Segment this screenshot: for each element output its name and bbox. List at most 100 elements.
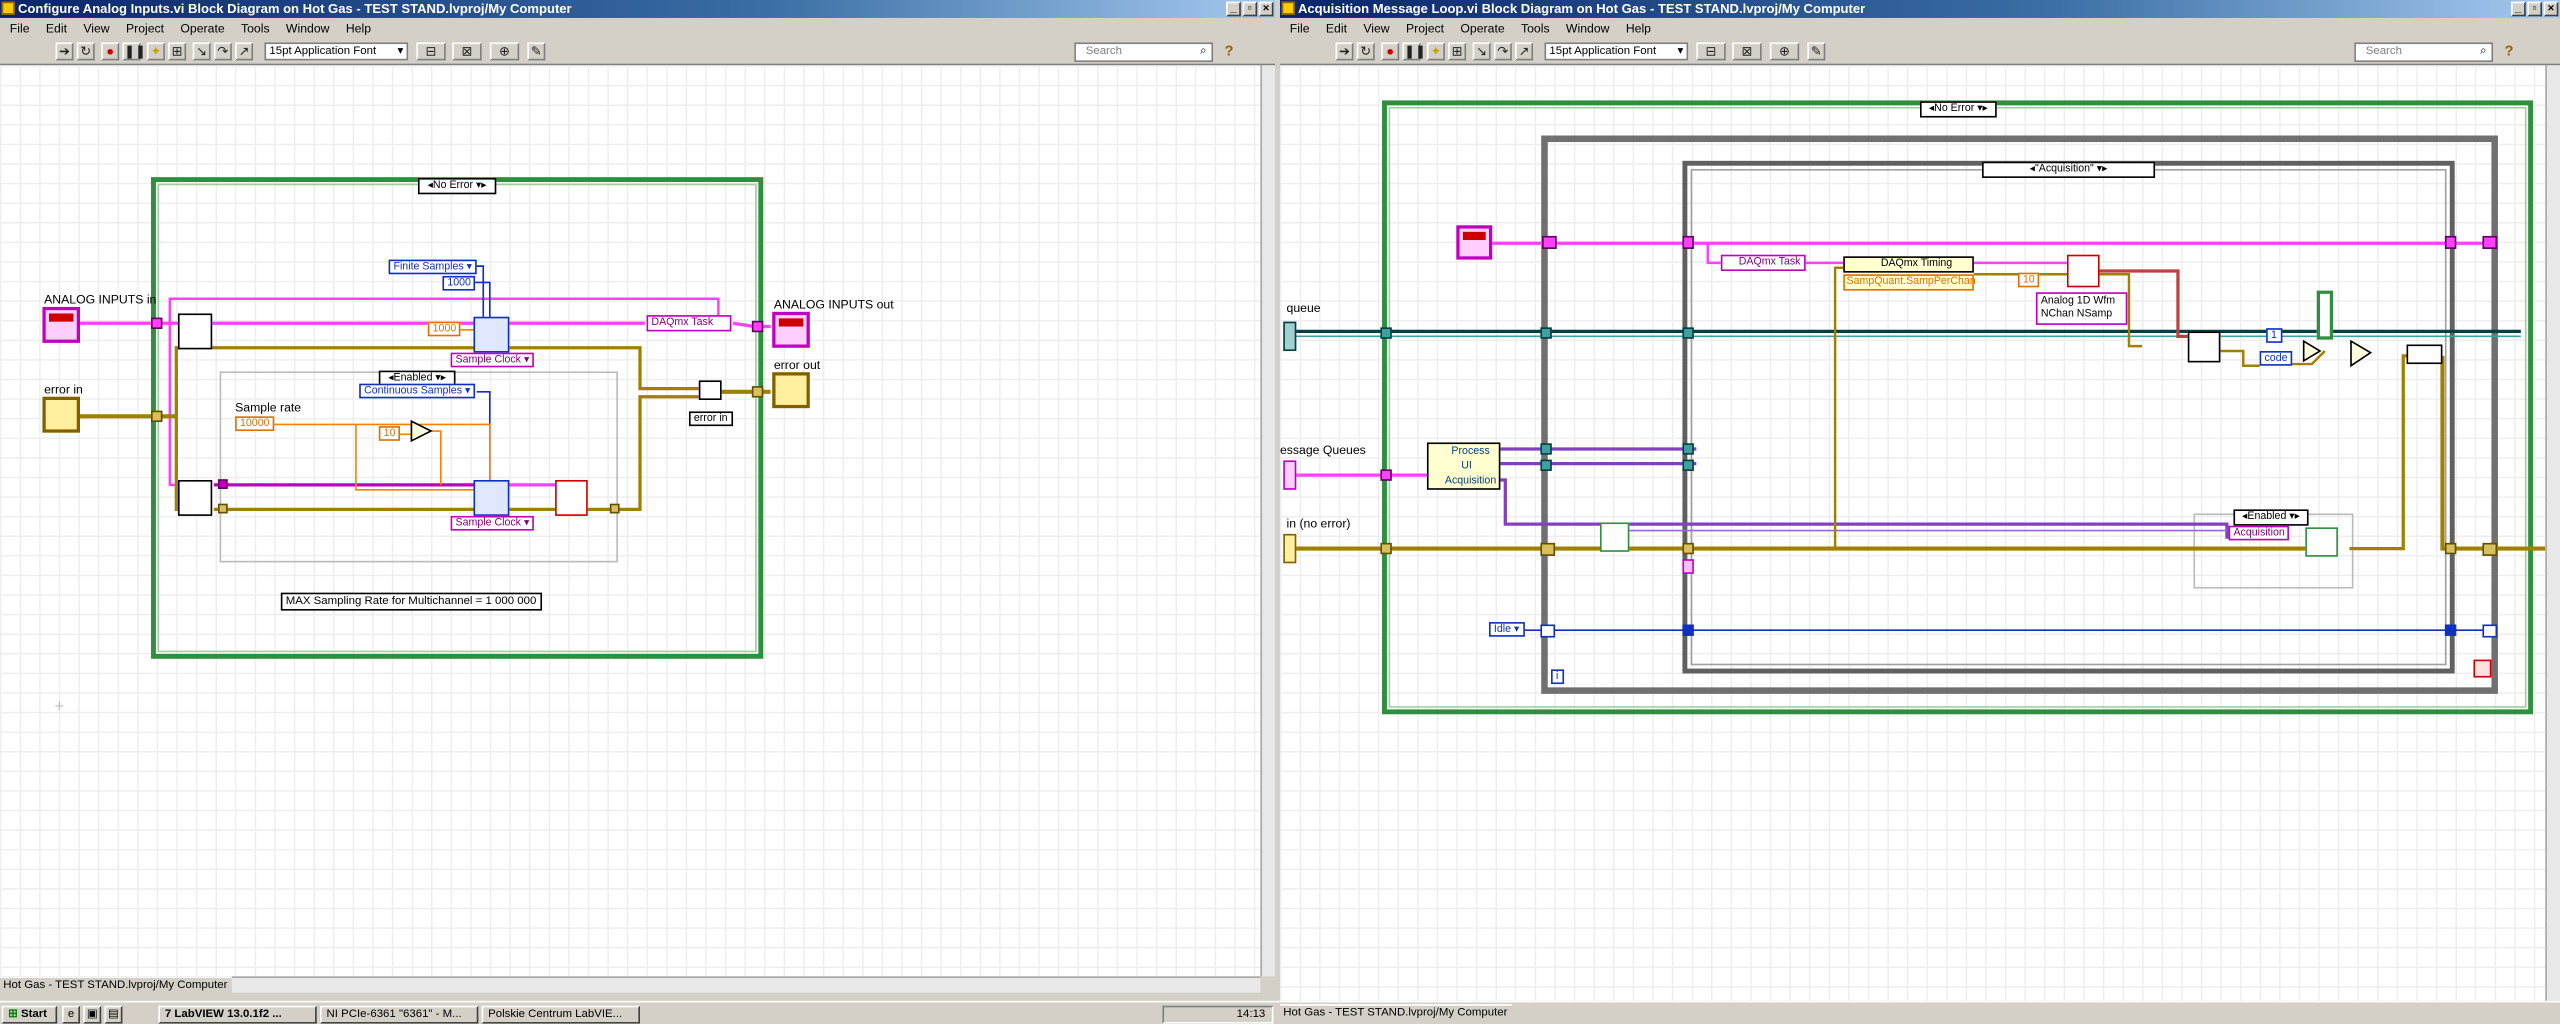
retain-wire-values-icon[interactable]: ⊞ (168, 42, 187, 61)
enqueue-message-node[interactable] (2305, 527, 2338, 557)
right-menu-operate[interactable]: Operate (1460, 21, 1505, 36)
quicklaunch-ie-icon[interactable]: e (62, 1005, 80, 1024)
right-font-selector[interactable]: 15pt Application Font▾ (1544, 42, 1689, 61)
step-over-icon[interactable]: ↷ (213, 42, 232, 61)
left-title-bar[interactable]: Configure Analog Inputs.vi Block Diagram… (0, 0, 1276, 18)
right-case-selector-no-error[interactable]: ◂No Error ▾▸ (1919, 101, 1997, 118)
right-ten-constant[interactable]: 10 (2017, 272, 2040, 288)
abort-icon[interactable]: ● (101, 42, 120, 61)
daqmx-timing-node-2[interactable] (473, 479, 510, 516)
font-selector[interactable]: 15pt Application Font▾ (264, 42, 409, 61)
sample-clock-constant-2[interactable]: Sample Clock ▾ (450, 515, 535, 531)
merge-errors-node[interactable] (698, 380, 722, 400)
one-constant[interactable]: 1 (2266, 328, 2282, 343)
right-close-button[interactable]: × (2543, 1, 2559, 17)
taskbar-labview[interactable]: 7 LabVIEW 13.0.1f2 ... (158, 1005, 317, 1024)
finite-samples-constant[interactable]: Finite Samples ▾ (388, 259, 477, 275)
left-diagram-canvas[interactable]: + ◂No Error ▾▸ ANALOG INPUTS in error in… (0, 65, 1261, 977)
samples-1000-constant[interactable]: 1000 (442, 275, 476, 291)
code-unbundle[interactable]: code (2259, 351, 2293, 366)
help-icon[interactable]: ? (1224, 42, 1234, 59)
right-help-icon[interactable]: ? (2504, 42, 2514, 59)
case-selector-acquisition[interactable]: ◂"Acquisition" ▾▸ (1982, 161, 2156, 178)
right-run-continuously-icon[interactable]: ↻ (1356, 42, 1375, 61)
queue-terminal[interactable] (1283, 321, 1297, 352)
minimize-button[interactable]: _ (1226, 1, 1241, 17)
step-into-icon[interactable]: ↘ (192, 42, 211, 61)
right-align-objects-icon[interactable]: ⊟ (1696, 42, 1726, 61)
daqmx-task-property-node[interactable]: DAQmx Task (646, 315, 732, 332)
pause-icon[interactable]: ❚❚ (122, 42, 146, 61)
daqmx-timing-node-1[interactable] (473, 316, 510, 353)
right-clean-up-diagram-icon[interactable]: ✎ (1807, 42, 1826, 61)
array-build-node[interactable] (177, 479, 213, 516)
run-icon[interactable]: ➔ (55, 42, 74, 61)
daqmx-task-terminal[interactable] (1456, 225, 1493, 260)
right-enabled-selector[interactable]: ◂Enabled ▾▸ (2233, 509, 2309, 526)
daqmx-read-node[interactable] (2066, 254, 2100, 288)
menu-project[interactable]: Project (125, 21, 165, 36)
right-menu-file[interactable]: File (1289, 21, 1310, 36)
samp-quant-property[interactable]: SampQuant.SampPerChan (1843, 274, 1976, 291)
error-out-terminal[interactable] (772, 372, 810, 409)
error-in-no-error-terminal[interactable] (1283, 533, 1297, 564)
start-button[interactable]: ⊞ Start (1, 1005, 58, 1024)
error-in-terminal[interactable] (42, 396, 80, 433)
right-menu-project[interactable]: Project (1405, 21, 1445, 36)
boolean-indicator[interactable] (2316, 290, 2334, 340)
number-1000-constant[interactable]: 1000 (427, 321, 462, 337)
clean-up-diagram-icon[interactable]: ✎ (527, 42, 546, 61)
right-run-icon[interactable]: ➔ (1335, 42, 1354, 61)
menu-help[interactable]: Help (345, 21, 372, 36)
quicklaunch-doc-icon[interactable]: ▤ (104, 1005, 123, 1024)
highlight-execution-icon[interactable]: ✦ (146, 42, 165, 61)
right-menu-help[interactable]: Help (1625, 21, 1652, 36)
quicklaunch-save-icon[interactable]: ▣ (83, 1005, 102, 1024)
right-step-out-icon[interactable]: ↗ (1515, 42, 1534, 61)
right-distribute-objects-icon[interactable]: ⊠ (1732, 42, 1762, 61)
case-selector-no-error[interactable]: ◂No Error ▾▸ (417, 177, 497, 195)
align-objects-icon[interactable]: ⊟ (416, 42, 446, 61)
sample-rate-10000-constant[interactable]: 10000 (235, 416, 275, 432)
right-search-input[interactable]: Search⌕ (2354, 42, 2494, 63)
message-queues-terminal[interactable] (1283, 460, 1297, 490)
right-menu-tools[interactable]: Tools (1520, 21, 1550, 36)
right-highlight-execution-icon[interactable]: ✦ (1426, 42, 1445, 61)
continuous-samples-constant[interactable]: Continuous Samples ▾ (359, 383, 476, 399)
merge-errors-node-right[interactable] (2406, 344, 2443, 365)
right-minimize-button[interactable]: _ (2511, 1, 2526, 17)
left-vertical-scrollbar[interactable] (1260, 65, 1276, 977)
daqmx-task-indicator[interactable]: DAQmx Task (1720, 254, 1806, 272)
menu-view[interactable]: View (83, 21, 110, 36)
search-input[interactable]: Search⌕ (1074, 42, 1214, 63)
acquisition-message-constant[interactable]: Acquisition (2228, 525, 2290, 541)
right-menu-edit[interactable]: Edit (1325, 21, 1347, 36)
unbundle-queues-node[interactable]: Process UI Acquisition (1426, 442, 1501, 490)
loop-stop-terminal[interactable] (2473, 659, 2492, 678)
menu-window[interactable]: Window (285, 21, 330, 36)
left-horizontal-scrollbar[interactable] (0, 976, 1261, 993)
right-abort-icon[interactable]: ● (1381, 42, 1400, 61)
reorder-icon[interactable]: ⊕ (489, 42, 520, 61)
menu-operate[interactable]: Operate (180, 21, 225, 36)
menu-tools[interactable]: Tools (240, 21, 270, 36)
right-diagram-canvas[interactable]: ◂No Error ▾▸ ◂"Acquisition" ▾▸ queue ess… (1279, 65, 2546, 1001)
right-pause-icon[interactable]: ❚❚ (1402, 42, 1426, 61)
menu-edit[interactable]: Edit (45, 21, 67, 36)
step-out-icon[interactable]: ↗ (235, 42, 254, 61)
analog-inputs-in-terminal[interactable] (42, 306, 80, 343)
unbundle-error-node[interactable] (2187, 331, 2221, 363)
right-step-into-icon[interactable]: ↘ (1472, 42, 1491, 61)
daqmx-start-task-node[interactable] (555, 479, 588, 516)
daqmx-timing-property-node[interactable]: DAQmx Timing (1843, 256, 1974, 273)
right-menu-view[interactable]: View (1363, 21, 1390, 36)
maximize-button[interactable]: ▫ (1242, 1, 1258, 17)
right-menu-window[interactable]: Window (1565, 21, 1610, 36)
close-button[interactable]: × (1258, 1, 1274, 17)
sample-clock-constant-1[interactable]: Sample Clock ▾ (450, 352, 535, 368)
right-maximize-button[interactable]: ▫ (2527, 1, 2543, 17)
analog-inputs-out-terminal[interactable] (772, 311, 810, 348)
analog-wfm-polymorphic-selector[interactable]: Analog 1D Wfm NChan NSamp (2035, 292, 2128, 325)
dequeue-message-node[interactable] (1599, 522, 1630, 552)
ten-constant[interactable]: 10 (378, 426, 401, 441)
